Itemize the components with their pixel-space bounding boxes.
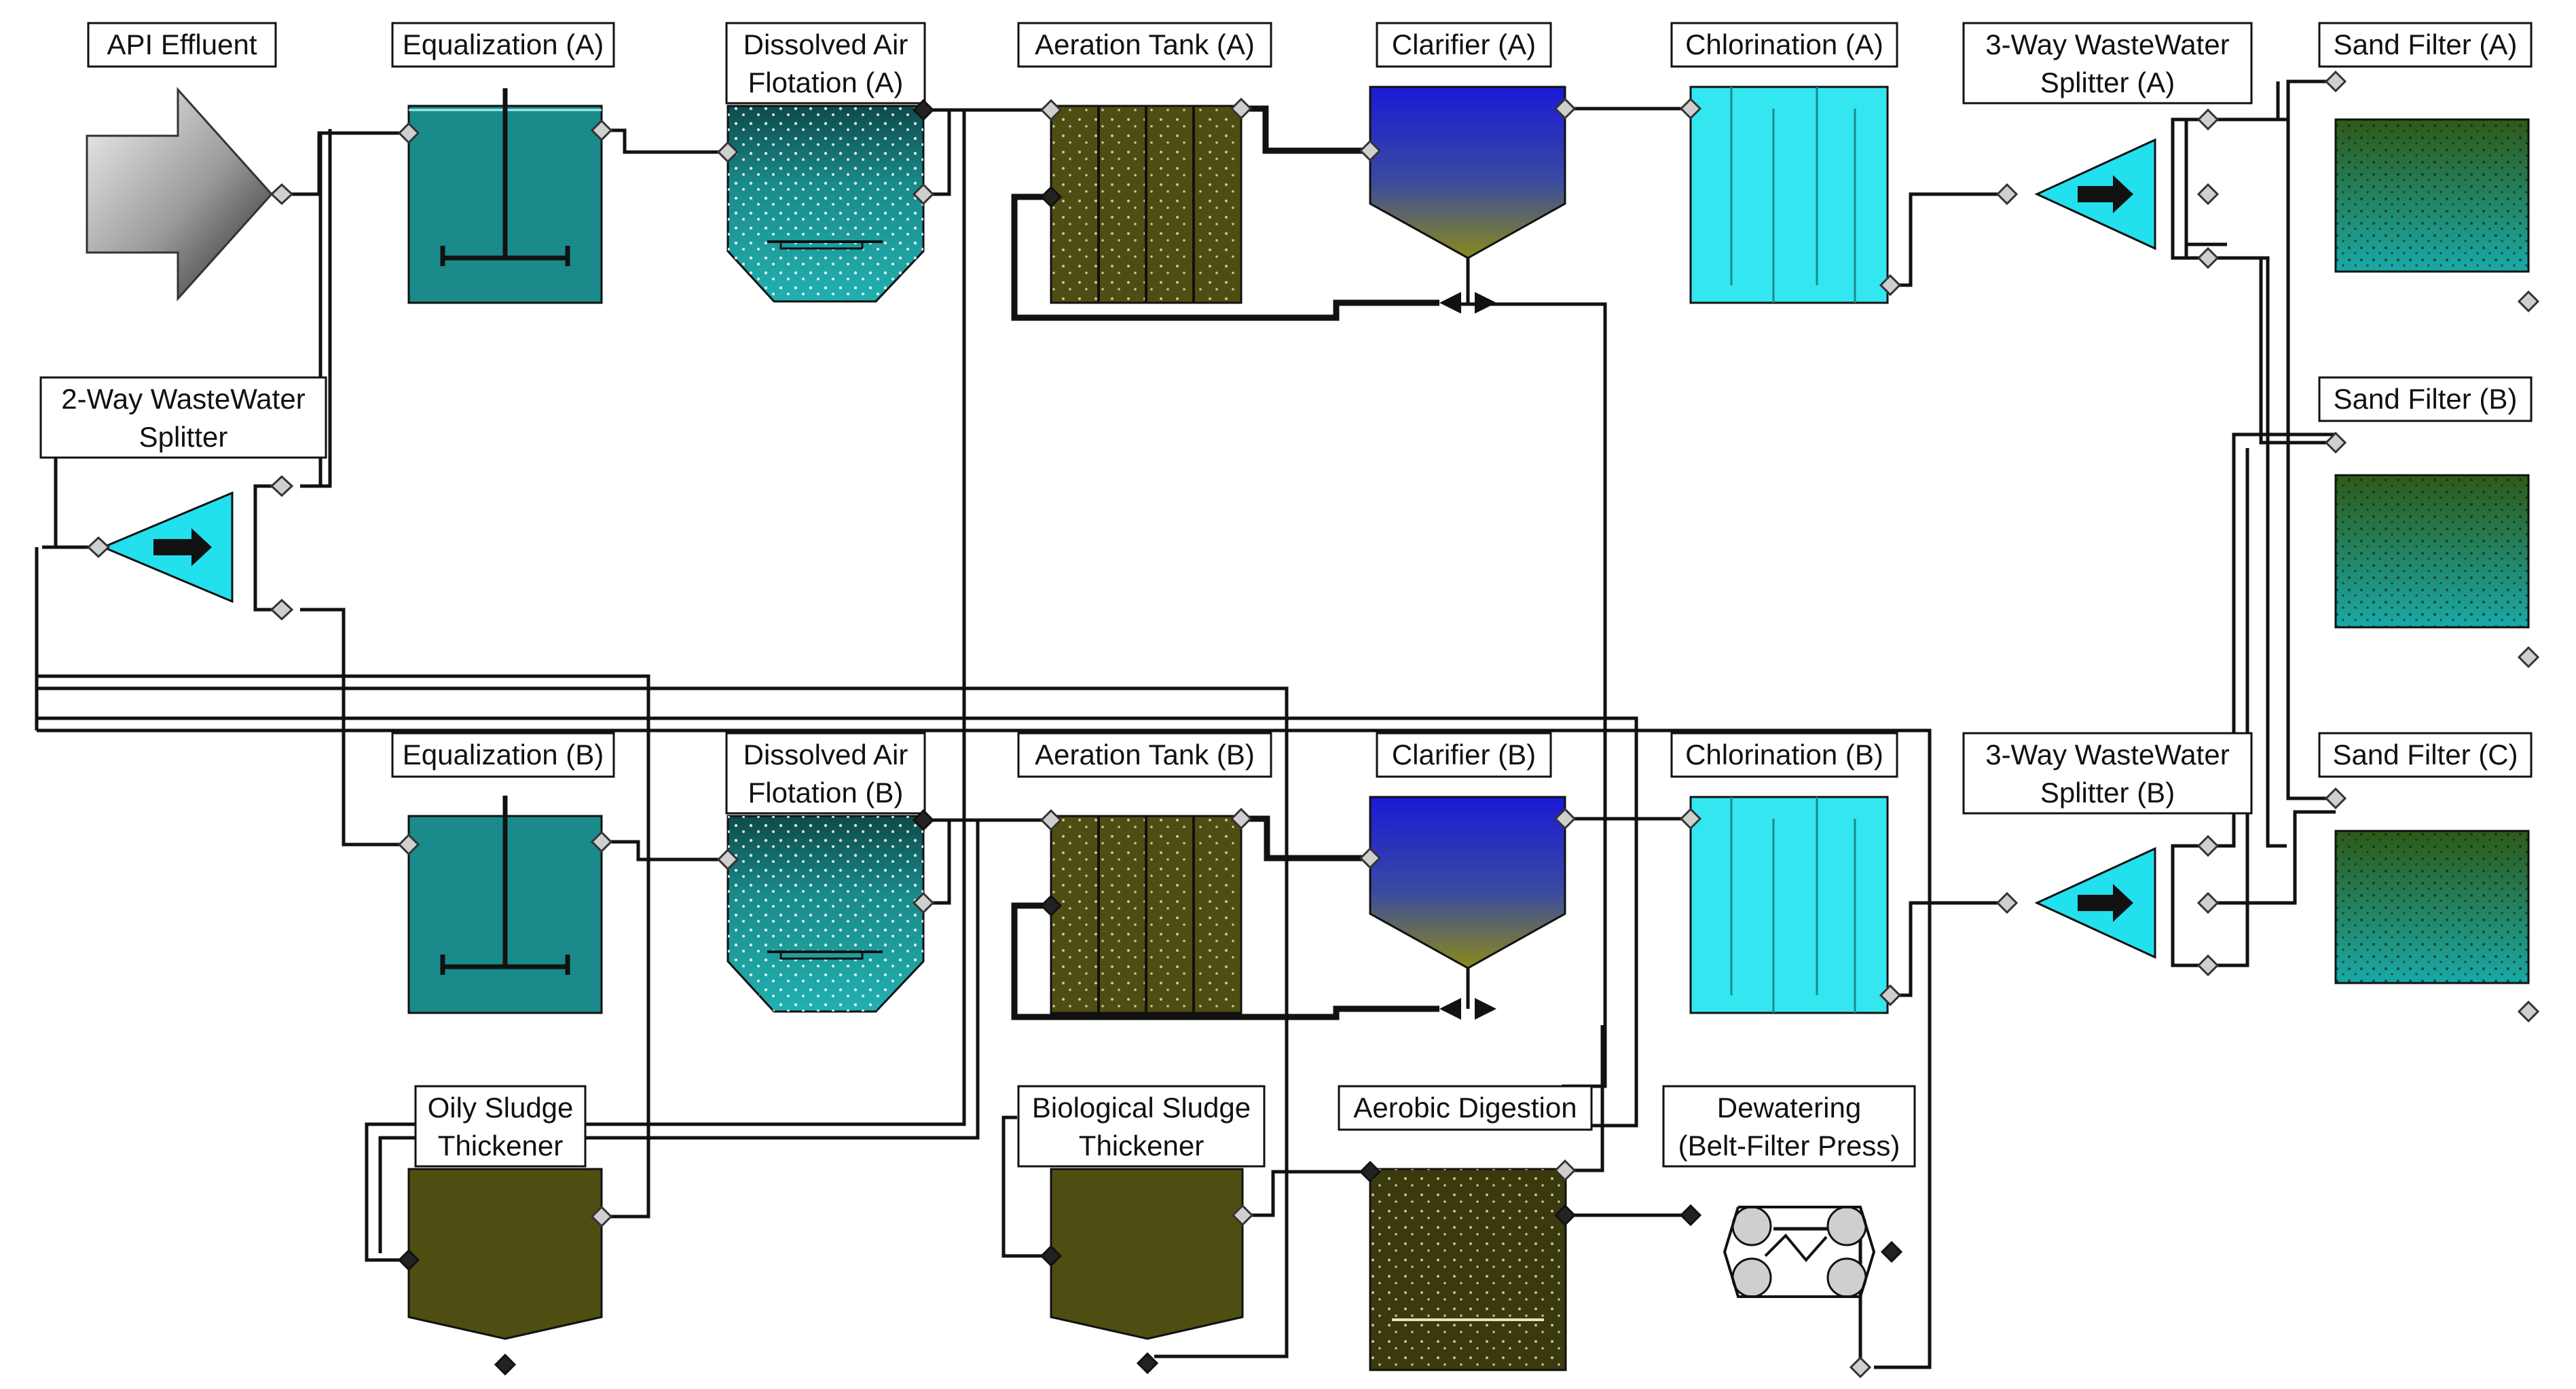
equalization-tank-a[interactable] (407, 88, 603, 304)
label-equalization-b: Equalization (B) (403, 739, 604, 771)
label-api-effluent: API Effluent (107, 29, 257, 60)
aerobic-digestion-tank[interactable] (1369, 1168, 1567, 1371)
clarifier-b[interactable] (1369, 796, 1566, 1020)
sand-filter-a[interactable] (2334, 118, 2530, 273)
oily-sludge-thickener[interactable] (407, 1168, 603, 1340)
label-daf-b-line2: Flotation (B) (748, 777, 904, 809)
label-splitter3b-line2: Splitter (B) (2040, 777, 2175, 809)
aeration-tank-b[interactable] (1050, 815, 1243, 1014)
aeration-tank-a[interactable] (1050, 105, 1243, 304)
label-daf-b-line1: Dissolved Air (743, 739, 908, 771)
label-daf-a-line1: Dissolved Air (743, 29, 908, 60)
arrow-icon (2078, 175, 2133, 213)
arrow-icon (2078, 884, 2133, 922)
chlorination-tank-a[interactable] (1689, 86, 1889, 304)
label-oily-sludge-line2: Thickener (438, 1130, 563, 1162)
labels: API Effluent Equalization (A) Dissolved … (61, 29, 2518, 1162)
three-way-splitter-b[interactable] (2034, 847, 2156, 959)
connector-nodes (86, 70, 2540, 1379)
label-clarifier-b: Clarifier (B) (1392, 739, 1536, 771)
label-oily-sludge-line1: Oily Sludge (428, 1092, 574, 1124)
label-bio-sludge-line1: Biological Sludge (1032, 1092, 1251, 1124)
label-dewatering-line2: (Belt-Filter Press) (1678, 1130, 1900, 1162)
clarifier-a[interactable] (1369, 86, 1566, 314)
label-daf-a-line2: Flotation (A) (748, 67, 904, 98)
three-way-splitter-a[interactable] (2034, 138, 2156, 251)
label-sand-filter-c: Sand Filter (C) (2332, 739, 2518, 771)
label-splitter3b-line1: 3-Way WasteWater (1985, 739, 2229, 771)
two-way-splitter[interactable] (100, 491, 234, 604)
chlorination-tank-b[interactable] (1689, 796, 1889, 1014)
label-dewatering-line1: Dewatering (1717, 1092, 1861, 1124)
arrow-icon (153, 528, 212, 566)
label-bio-sludge-line2: Thickener (1079, 1130, 1204, 1162)
sand-filter-b[interactable] (2334, 474, 2530, 629)
equalization-tank-b[interactable] (407, 796, 603, 1014)
biological-sludge-thickener[interactable] (1050, 1168, 1244, 1340)
label-splitter3a-line1: 3-Way WasteWater (1985, 29, 2229, 60)
belt-filter-press[interactable] (1723, 1206, 1876, 1298)
api-effluent-icon[interactable] (86, 87, 274, 301)
label-chlorination-b: Chlorination (B) (1685, 739, 1883, 771)
label-sand-filter-a: Sand Filter (A) (2334, 29, 2518, 60)
label-aeration-b: Aeration Tank (B) (1035, 739, 1255, 771)
label-splitter2-line2: Splitter (139, 421, 228, 453)
label-equalization-a: Equalization (A) (403, 29, 604, 60)
label-sand-filter-b: Sand Filter (B) (2334, 383, 2518, 415)
label-aeration-a: Aeration Tank (A) (1035, 29, 1255, 60)
label-chlorination-a: Chlorination (A) (1685, 29, 1883, 60)
label-splitter2-line1: 2-Way WasteWater (61, 383, 305, 415)
daf-tank-b[interactable] (726, 815, 925, 1013)
sand-filter-c[interactable] (2334, 830, 2530, 984)
pipes (35, 79, 2336, 1369)
label-clarifier-a: Clarifier (A) (1392, 29, 1536, 60)
label-aerobic-digestion: Aerobic Digestion (1353, 1092, 1577, 1124)
daf-tank-a[interactable] (726, 105, 925, 303)
label-splitter3a-line2: Splitter (A) (2040, 67, 2175, 98)
label-boxes (39, 22, 2533, 1168)
